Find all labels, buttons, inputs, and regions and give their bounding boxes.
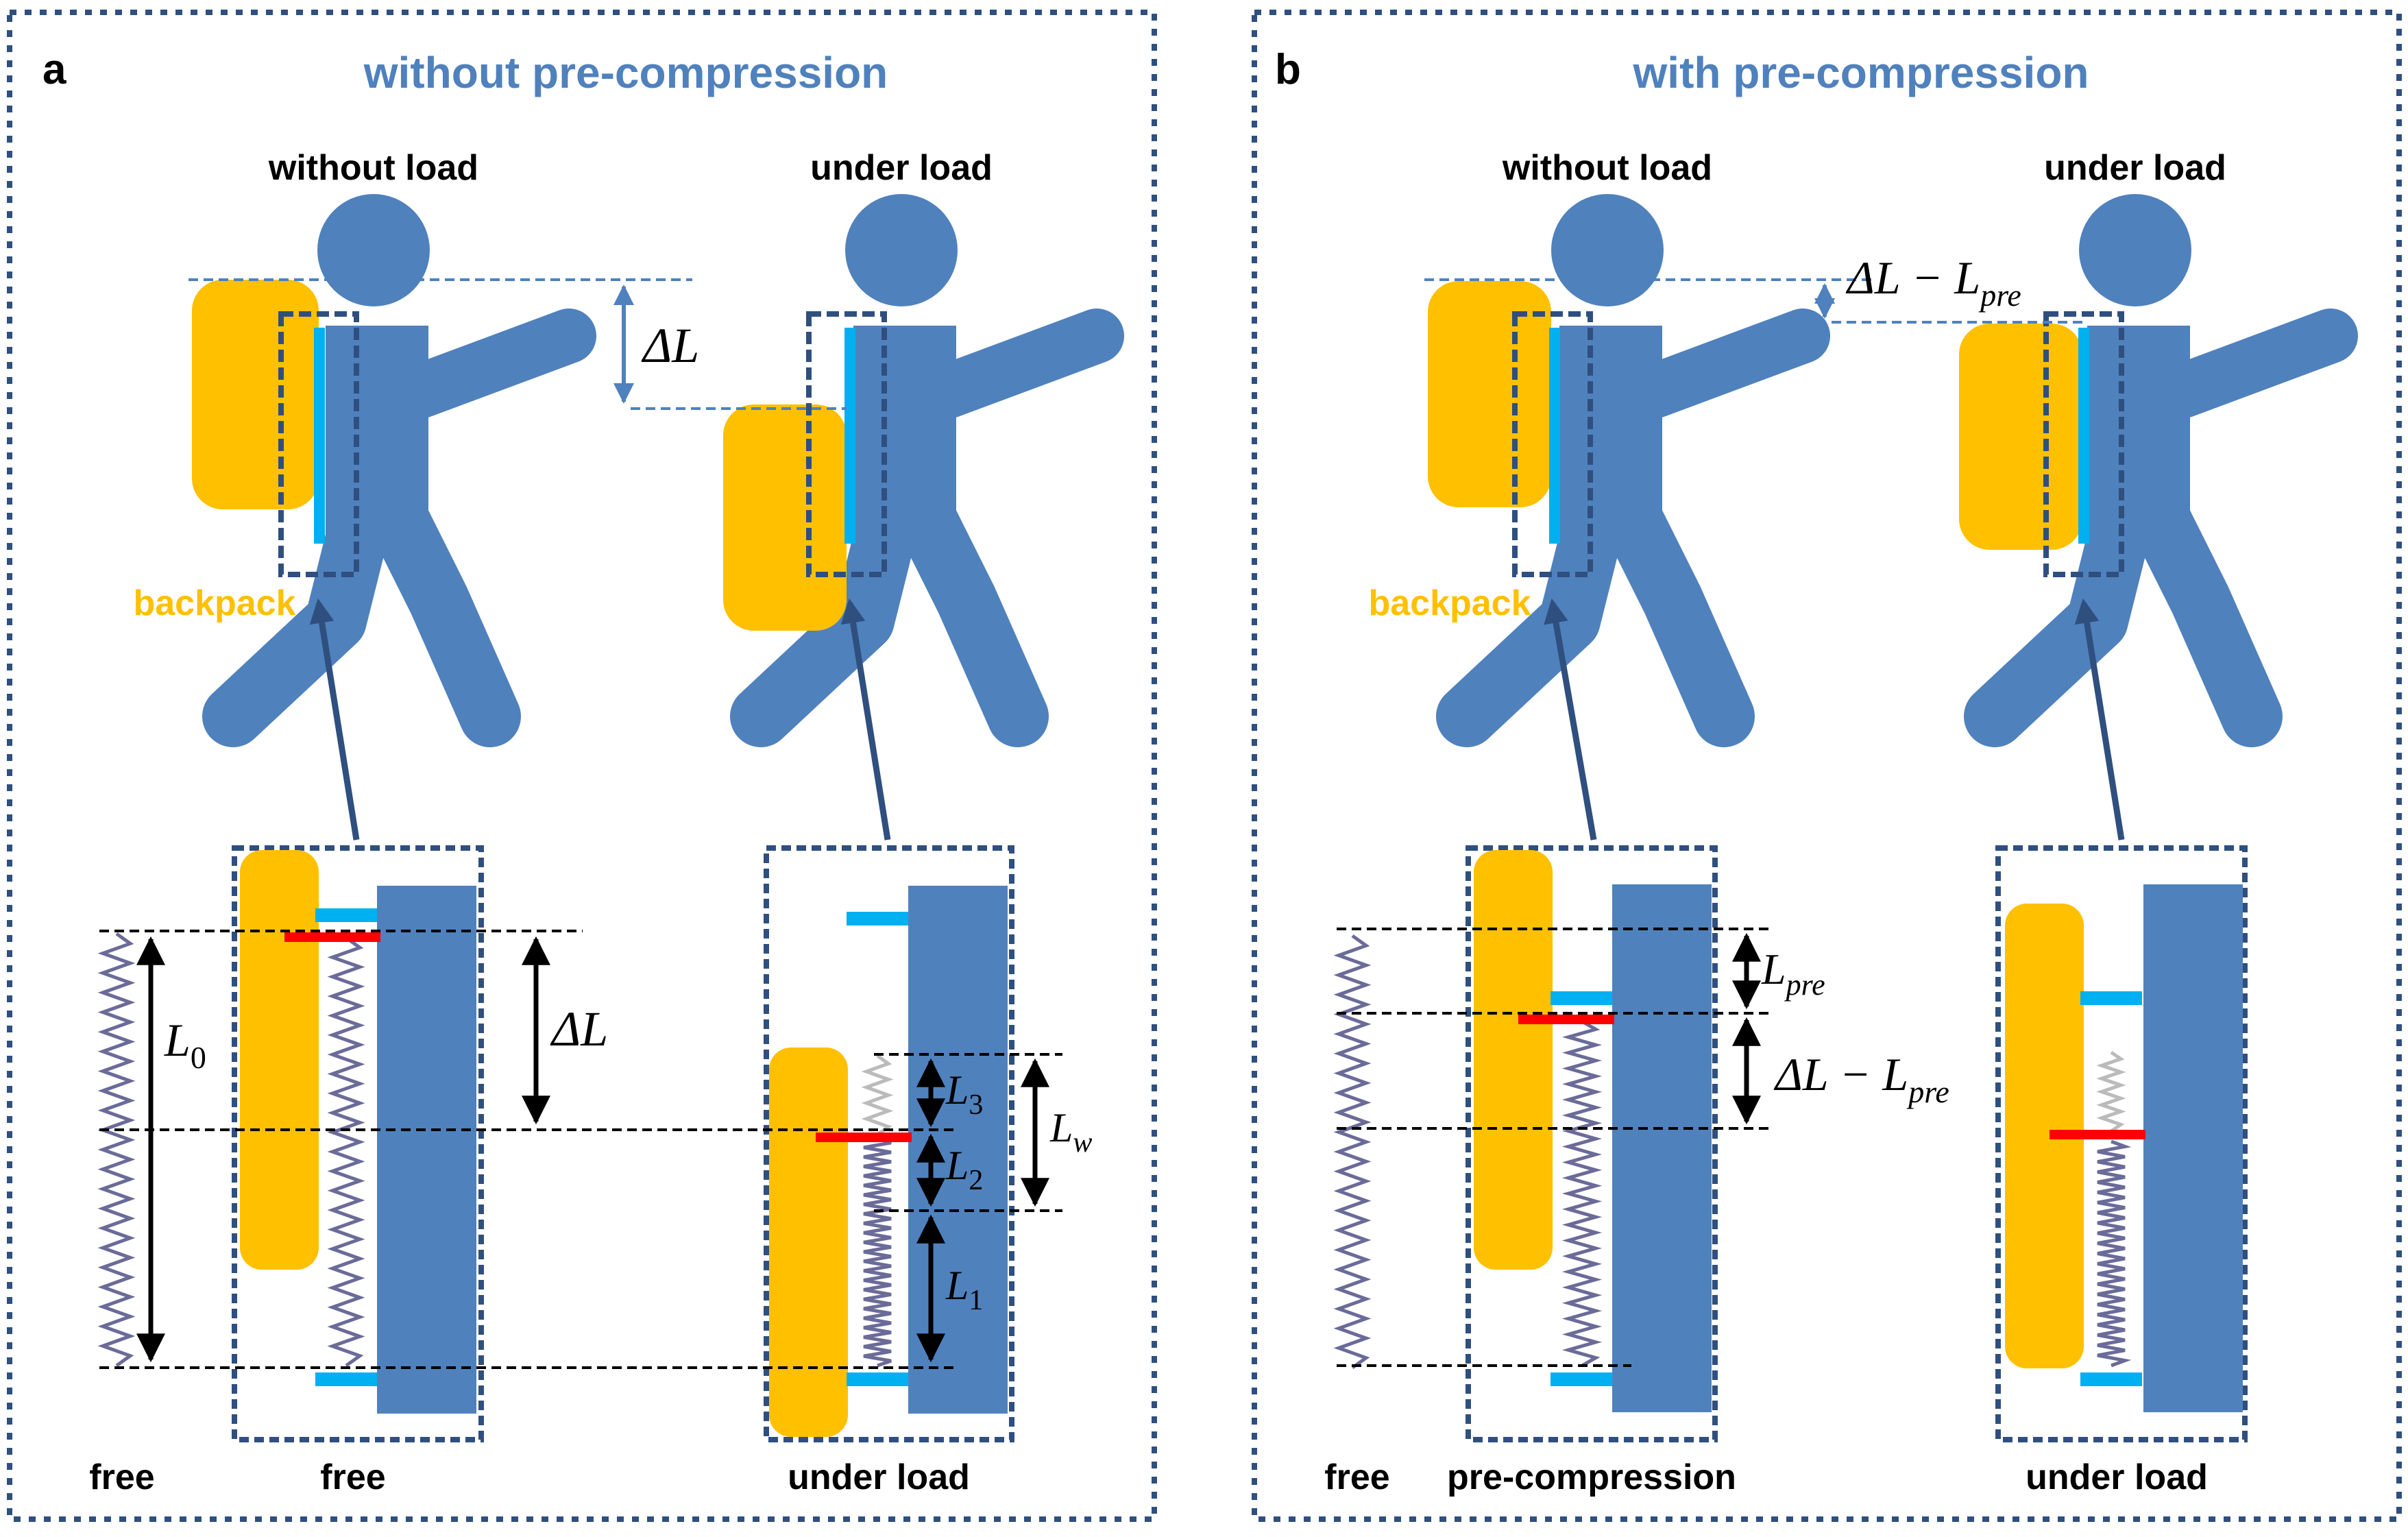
backpack-label: backpack [133, 583, 295, 623]
marker-a-free [284, 932, 380, 942]
dim-label-a-L1: L1 [945, 1263, 983, 1316]
backpack-strip-a-free [240, 850, 319, 1270]
connector-top-b-precomp [1550, 991, 1612, 1005]
dim-label-b-Lpre: Lpre [1761, 945, 1825, 1002]
dim-label-a-L3: L3 [945, 1067, 983, 1121]
back-plate-a-under-load [844, 328, 855, 544]
back-plate-b-without-load [1549, 328, 1560, 544]
label-a-spring-free: free [89, 1457, 154, 1497]
panel-a-right-figure-label: under load [810, 148, 993, 188]
backpack-a-under-load [723, 404, 847, 631]
backpack-strip-a-loaded [769, 1048, 848, 1437]
body-strip-b-precomp [1612, 884, 1712, 1412]
panel-a-letter: a [42, 46, 66, 93]
marker-b-loaded [2050, 1130, 2145, 1139]
person-b-without-load [1428, 194, 1803, 716]
backpack-b-without-load [1428, 281, 1551, 507]
marker-a-loaded [816, 1133, 912, 1142]
person-a-under-load [723, 194, 1097, 716]
marker-b-precomp [1518, 1015, 1614, 1024]
spring-b-free [1333, 934, 1372, 1370]
connector-top-a-free [315, 908, 377, 922]
panel-a: a without pre-compression without load u… [7, 10, 1157, 1522]
spring-a-free-module [327, 936, 365, 1368]
connector-bottom-a-loaded [847, 1372, 908, 1386]
zoom-connector-a-left [309, 598, 360, 840]
spring-a-loaded-lower [863, 1136, 892, 1368]
spring-b-loaded-upper [2096, 1050, 2126, 1133]
spring-b-loaded-lower [2097, 1139, 2132, 1368]
backpack-a-without-load [192, 280, 319, 509]
dim-label-b-DeltaL-minus-Lpre: ΔL − Lpre [1773, 1048, 1949, 1109]
module-b-precomp [1466, 845, 1718, 1442]
label-b-module-precomp: pre-compression [1447, 1457, 1736, 1497]
zoom-box-a-without-load [278, 311, 359, 577]
connector-top-a-loaded [847, 912, 908, 925]
connector-bottom-b-precomp [1550, 1372, 1612, 1386]
zoom-connector-a-right [840, 598, 891, 840]
dim-label-a-L0: L0 [164, 1014, 206, 1075]
dim-label-a-L2: L2 [945, 1143, 983, 1196]
person-a-without-load [192, 194, 569, 716]
module-a-free [232, 845, 484, 1442]
panel-b-right-figure-label: under load [2044, 148, 2226, 188]
backpack-strip-b-precomp [1474, 850, 1553, 1270]
person-b-under-load [1959, 194, 2331, 716]
dim-label-a-Lw: Lw [1049, 1105, 1092, 1159]
backpack-label-b: backpack [1368, 583, 1531, 623]
module-a-free-frame [232, 845, 484, 1442]
panel-b-left-figure-label: without load [1502, 148, 1712, 188]
label-a-module-loaded: under load [788, 1457, 970, 1497]
connector-top-b-loaded [2080, 991, 2142, 1005]
zoom-connector-b-right [2074, 598, 2125, 840]
spring-b-precomp [1561, 1019, 1603, 1368]
module-b-precomp-frame [1466, 845, 1718, 1442]
back-plate-a-without-load [314, 328, 325, 544]
label-a-module-free: free [320, 1457, 385, 1497]
delta-label-b-top: ΔL − Lpre [1845, 252, 2021, 313]
module-b-loaded [1995, 845, 2248, 1442]
panel-b-title: with pre-compression [1633, 48, 2089, 97]
panel-b-letter: b [1275, 46, 1301, 93]
dim-label-a-DeltaL: ΔL [550, 1002, 608, 1056]
zoom-box-a-under-load [806, 311, 887, 577]
spring-a-loaded-upper [861, 1054, 894, 1137]
back-plate-b-under-load [2078, 328, 2089, 544]
zoom-connector-b-left [1544, 598, 1597, 840]
connector-bottom-b-loaded [2080, 1372, 2142, 1386]
panel-a-left-figure-label: without load [268, 148, 478, 188]
delta-label-a-top: ΔL [641, 318, 699, 373]
zoom-box-b-without-load [1512, 311, 1593, 577]
backpack-b-under-load [1959, 324, 2082, 550]
label-b-spring-free: free [1324, 1457, 1389, 1497]
label-b-module-loaded: under load [2026, 1457, 2208, 1497]
zoom-box-b-under-load [2043, 311, 2124, 577]
spring-a-free [97, 932, 136, 1368]
connector-bottom-a-free [315, 1372, 377, 1386]
panel-b: b with pre-compression without load unde… [1252, 10, 2402, 1522]
backpack-strip-b-loaded [2005, 904, 2084, 1368]
module-a-loaded [764, 845, 1014, 1442]
panel-a-title: without pre-compression [363, 48, 888, 97]
body-strip-b-loaded [2143, 884, 2243, 1412]
module-b-loaded-frame [1995, 845, 2248, 1442]
body-strip-a-free [377, 886, 476, 1414]
module-a-loaded-frame [764, 845, 1014, 1442]
